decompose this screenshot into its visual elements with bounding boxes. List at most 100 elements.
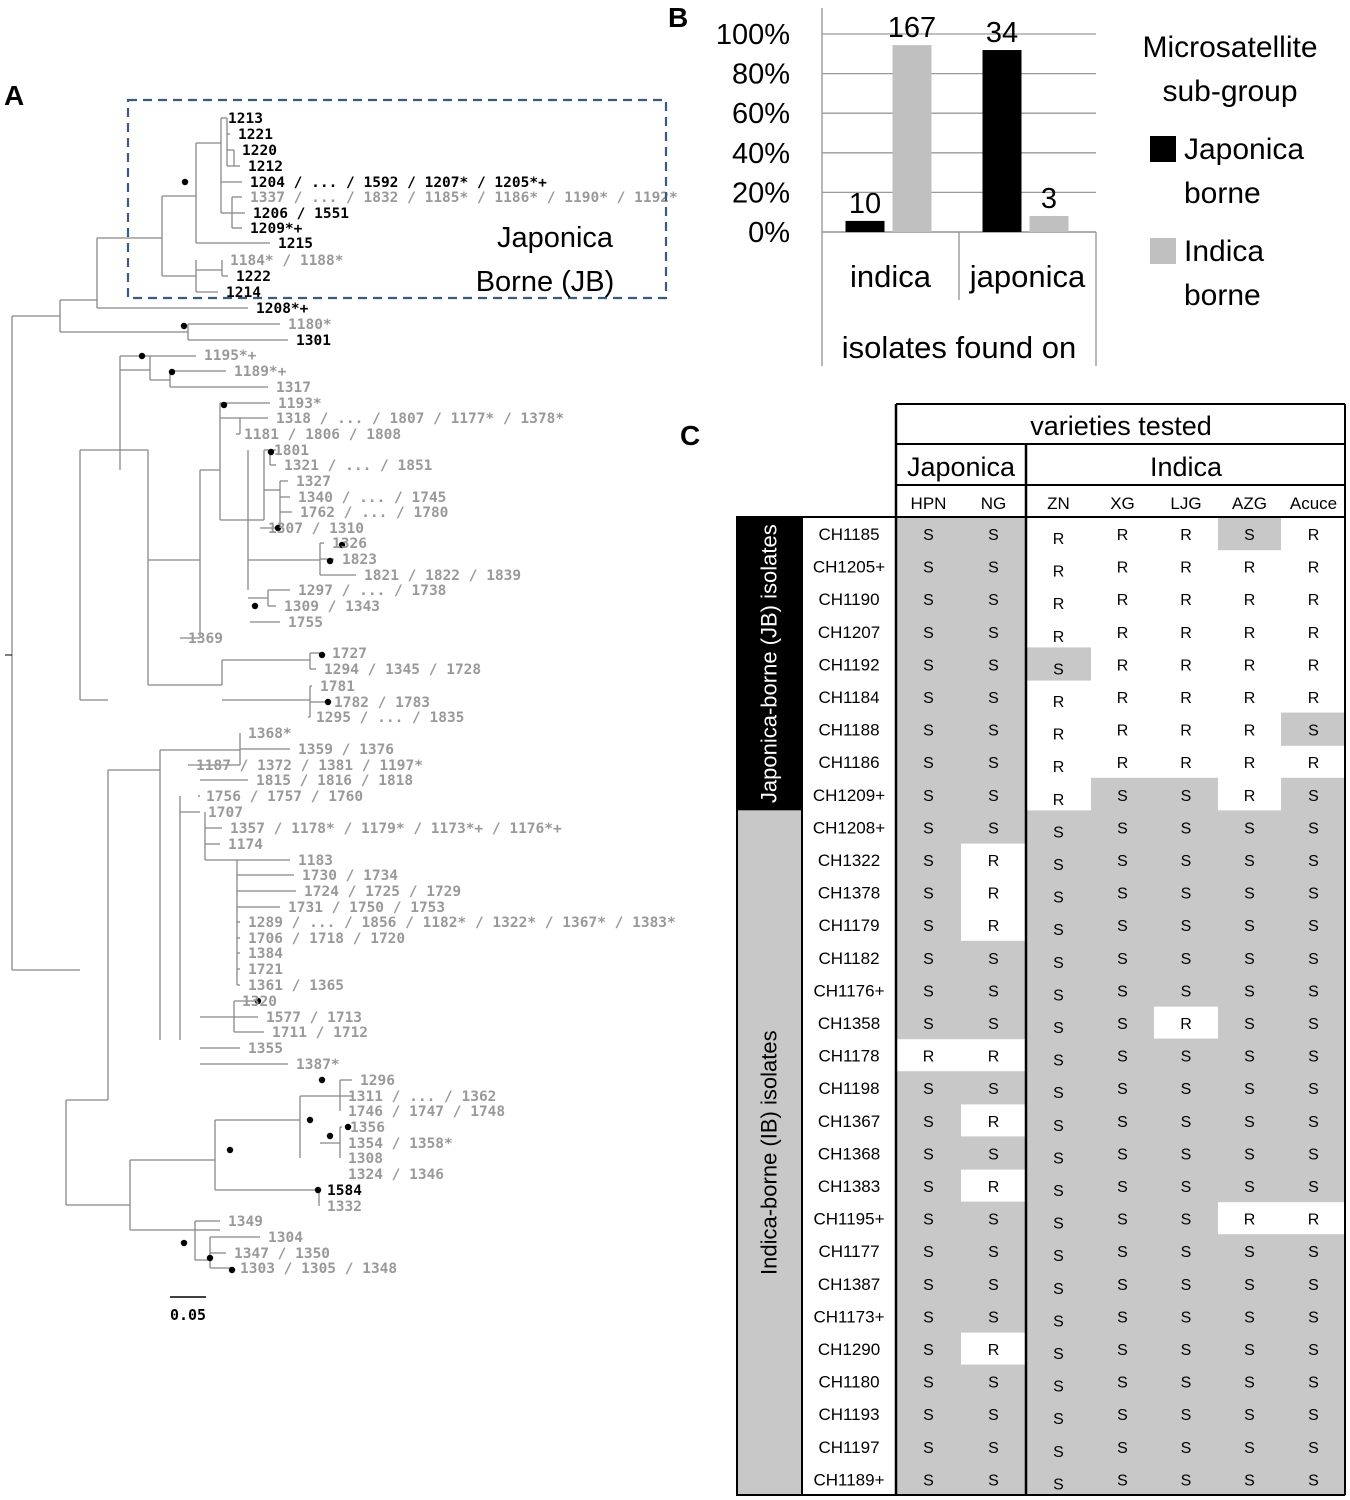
bar-count-label: 10 bbox=[849, 188, 881, 220]
resistance-cell: R bbox=[1053, 727, 1065, 744]
resistance-cell: S bbox=[1181, 1049, 1192, 1066]
panel-label-c: C bbox=[680, 420, 701, 451]
tree-leaf-label: 1301 bbox=[296, 333, 331, 349]
resistance-cell: S bbox=[1244, 983, 1255, 1000]
cell-shade bbox=[1154, 1397, 1218, 1431]
resistance-cell: R bbox=[1117, 657, 1129, 674]
resistance-cell: S bbox=[1244, 886, 1255, 903]
tree-leaf-label: 1584 bbox=[327, 1183, 362, 1199]
ib-side-block bbox=[736, 810, 802, 1495]
scale-bar-label: 0.05 bbox=[170, 1306, 206, 1324]
resistance-cell: S bbox=[1244, 1277, 1255, 1294]
resistance-cell: S bbox=[1117, 886, 1128, 903]
tree-leaf-label: 1189*+ bbox=[234, 364, 287, 380]
resistance-cell: S bbox=[923, 853, 934, 870]
resistance-cell: S bbox=[923, 983, 934, 1000]
tree-leaf-label: 1756 / 1757 / 1760 bbox=[206, 789, 363, 805]
cell-shade bbox=[1154, 1332, 1218, 1366]
resistance-cell: R bbox=[988, 1342, 1000, 1359]
x-category-label: japonica bbox=[969, 259, 1086, 294]
cell-shade bbox=[1281, 1364, 1346, 1398]
bootstrap-dot bbox=[314, 1186, 322, 1194]
resistance-cell: S bbox=[1308, 1309, 1319, 1326]
bootstrap-dot bbox=[306, 1116, 314, 1124]
legend-label-indica: Indica bbox=[1184, 235, 1265, 268]
cell-shade bbox=[1218, 1234, 1281, 1268]
bar-chart-isolates: 0%20%40%60%80%100%10167indica343japonica… bbox=[716, 8, 1097, 366]
cell-shade bbox=[961, 1397, 1026, 1431]
resistance-cell: S bbox=[1053, 922, 1064, 939]
resistance-cell: R bbox=[1053, 564, 1065, 581]
cell-shade bbox=[896, 1397, 961, 1431]
tree-leaf-label: 1206 / 1551 bbox=[253, 206, 349, 222]
cell-shade bbox=[1218, 843, 1281, 877]
legend-title-line2: sub-group bbox=[1162, 75, 1298, 108]
resistance-cell: S bbox=[1117, 1114, 1128, 1131]
cell-shade bbox=[1218, 1169, 1281, 1203]
resistance-cell: S bbox=[1308, 1277, 1319, 1294]
resistance-cell: S bbox=[1053, 1053, 1064, 1070]
tree-leaf-label: 1724 / 1725 / 1729 bbox=[304, 884, 461, 900]
resistance-cell: R bbox=[988, 1179, 1000, 1196]
y-tick-label: 20% bbox=[732, 177, 790, 209]
cell-shade bbox=[1026, 647, 1091, 681]
isolate-id: CH1367 bbox=[818, 1112, 880, 1131]
cell-shade bbox=[1154, 1169, 1218, 1203]
tree-leaf-label: 1296 bbox=[360, 1073, 395, 1089]
tree-leaf-label: 1821 / 1822 / 1839 bbox=[364, 568, 521, 584]
resistance-cell: S bbox=[923, 1440, 934, 1457]
x-axis-title: isolates found on bbox=[842, 330, 1076, 365]
tree-leaf-label: 1340 / ... / 1745 bbox=[298, 490, 446, 506]
resistance-cell: S bbox=[1053, 1183, 1064, 1200]
cell-shade bbox=[1091, 875, 1154, 909]
cell-shade bbox=[896, 843, 961, 877]
resistance-cell: S bbox=[988, 1440, 999, 1457]
resistance-cell: R bbox=[1308, 755, 1320, 772]
cell-shade bbox=[1091, 1429, 1154, 1463]
resistance-cell: R bbox=[1244, 625, 1256, 642]
cell-shade bbox=[1281, 1429, 1346, 1463]
cell-shade bbox=[1281, 1234, 1346, 1268]
cell-shade bbox=[1281, 973, 1346, 1007]
resistance-cell: S bbox=[988, 788, 999, 805]
panel-label-b: B bbox=[668, 2, 689, 33]
tree-leaf-label: 1294 / 1345 / 1728 bbox=[324, 662, 481, 678]
isolate-id: CH1177 bbox=[818, 1242, 879, 1261]
isolate-id: CH1207 bbox=[818, 623, 880, 642]
cell-shade bbox=[961, 777, 1026, 811]
resistance-cell: R bbox=[1180, 625, 1192, 642]
cell-shade bbox=[1218, 1006, 1281, 1040]
resistance-cell: S bbox=[923, 1114, 934, 1131]
resistance-cell: S bbox=[1117, 788, 1128, 805]
cell-shade bbox=[896, 1071, 961, 1105]
resistance-cell: S bbox=[1117, 1407, 1128, 1424]
resistance-cell: S bbox=[1244, 1309, 1255, 1326]
cell-shade bbox=[1026, 1299, 1091, 1333]
resistance-cell: S bbox=[988, 1244, 999, 1261]
tree-leaf-label: 1354 / 1358* bbox=[348, 1136, 453, 1152]
cell-shade bbox=[1091, 1299, 1154, 1333]
cell-shade bbox=[1281, 1397, 1346, 1431]
tree-leaf-label: 1204 / ... / 1592 / 1207* / 1205*+ bbox=[250, 175, 547, 191]
cell-shade bbox=[1091, 973, 1154, 1007]
cell-shade bbox=[1091, 1038, 1154, 1072]
resistance-table: Japonica-borne (JB) isolatesIndica-borne… bbox=[736, 403, 1346, 1496]
resistance-cell: R bbox=[1244, 657, 1256, 674]
bar-indica-borne-japonica bbox=[1029, 215, 1069, 232]
cell-shade bbox=[1026, 1462, 1091, 1496]
resistance-cell: S bbox=[988, 983, 999, 1000]
legend-label-borne-1: borne bbox=[1184, 177, 1261, 210]
resistance-cell: S bbox=[1053, 987, 1064, 1004]
bootstrap-dot bbox=[338, 541, 346, 549]
tree-leaf-label: 1369 bbox=[188, 631, 223, 647]
resistance-cell: S bbox=[1053, 1411, 1064, 1428]
tree-leaf-label: 1721 bbox=[248, 962, 283, 978]
cell-shade bbox=[1281, 875, 1346, 909]
bar-count-label: 34 bbox=[986, 17, 1018, 49]
cell-shade bbox=[1026, 1071, 1091, 1105]
resistance-cell: S bbox=[1181, 918, 1192, 935]
cell-shade bbox=[1281, 712, 1346, 746]
cell-shade bbox=[896, 582, 961, 616]
tree-leaf-label: 1304 bbox=[268, 1230, 303, 1246]
tree-leaf-label: 1755 bbox=[288, 615, 323, 631]
